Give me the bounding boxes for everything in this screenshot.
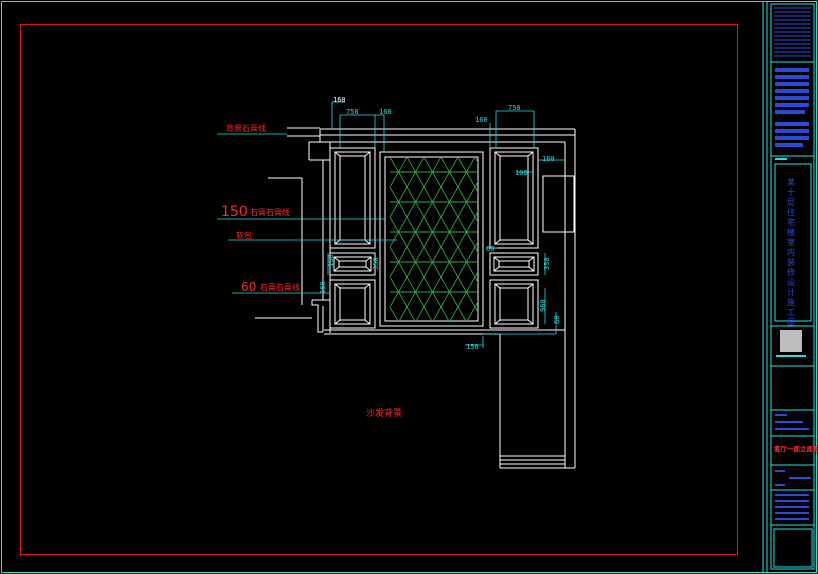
wall-elevation: [255, 127, 576, 469]
label-60-moulding: 石膏石膏线: [260, 282, 300, 292]
drawing-title: 沙发背景: [366, 407, 402, 419]
dim-160-left2: 160: [379, 108, 392, 116]
dim-960: 960: [539, 299, 547, 312]
dim-160-vert-l: 160: [327, 254, 335, 267]
dim-750-left: 750: [346, 108, 359, 116]
dim-750-right: 750: [508, 104, 521, 112]
dim-60-mid: 60: [486, 245, 494, 253]
dim-160-r-side: 160: [542, 155, 555, 163]
label-150-moulding: 石膏石膏线: [250, 207, 290, 217]
logo-block: [780, 330, 802, 352]
dim-100: 100: [515, 169, 528, 177]
dimension-texts: 160 750 160 160 750 160 100 60 160 350 1…: [319, 96, 561, 351]
dim-350-r: 350: [543, 257, 551, 270]
label-soft-pack: 软包: [236, 230, 252, 240]
dimension-lines: [217, 101, 565, 348]
soft-pack-panel: [390, 157, 478, 321]
label-60-prefix: 60: [241, 280, 256, 294]
dim-160-right: 160: [475, 116, 488, 124]
dim-160-vert-l2: 160: [319, 281, 327, 294]
dim-350-l: 350: [372, 257, 380, 270]
drawing-name-text: 客厅一面立面图: [773, 444, 818, 453]
dim-160-top: 160: [333, 96, 346, 104]
material-labels: 背景石膏线 150 石膏石膏线 软包 60 石膏石膏线 沙发背景: [221, 123, 402, 419]
drawing-border: [20, 24, 738, 555]
dim-150-bottom: 150: [466, 343, 479, 351]
title-block: 某十层住宅楼室内装修设计施工图 客厅一面立面图: [770, 3, 818, 570]
label-150-prefix: 150: [221, 204, 248, 220]
project-name-text: 某十层住宅楼室内装修设计施工图: [787, 178, 796, 328]
dim-60-r: 60: [553, 316, 561, 324]
label-cornice: 背景石膏线: [226, 123, 266, 133]
